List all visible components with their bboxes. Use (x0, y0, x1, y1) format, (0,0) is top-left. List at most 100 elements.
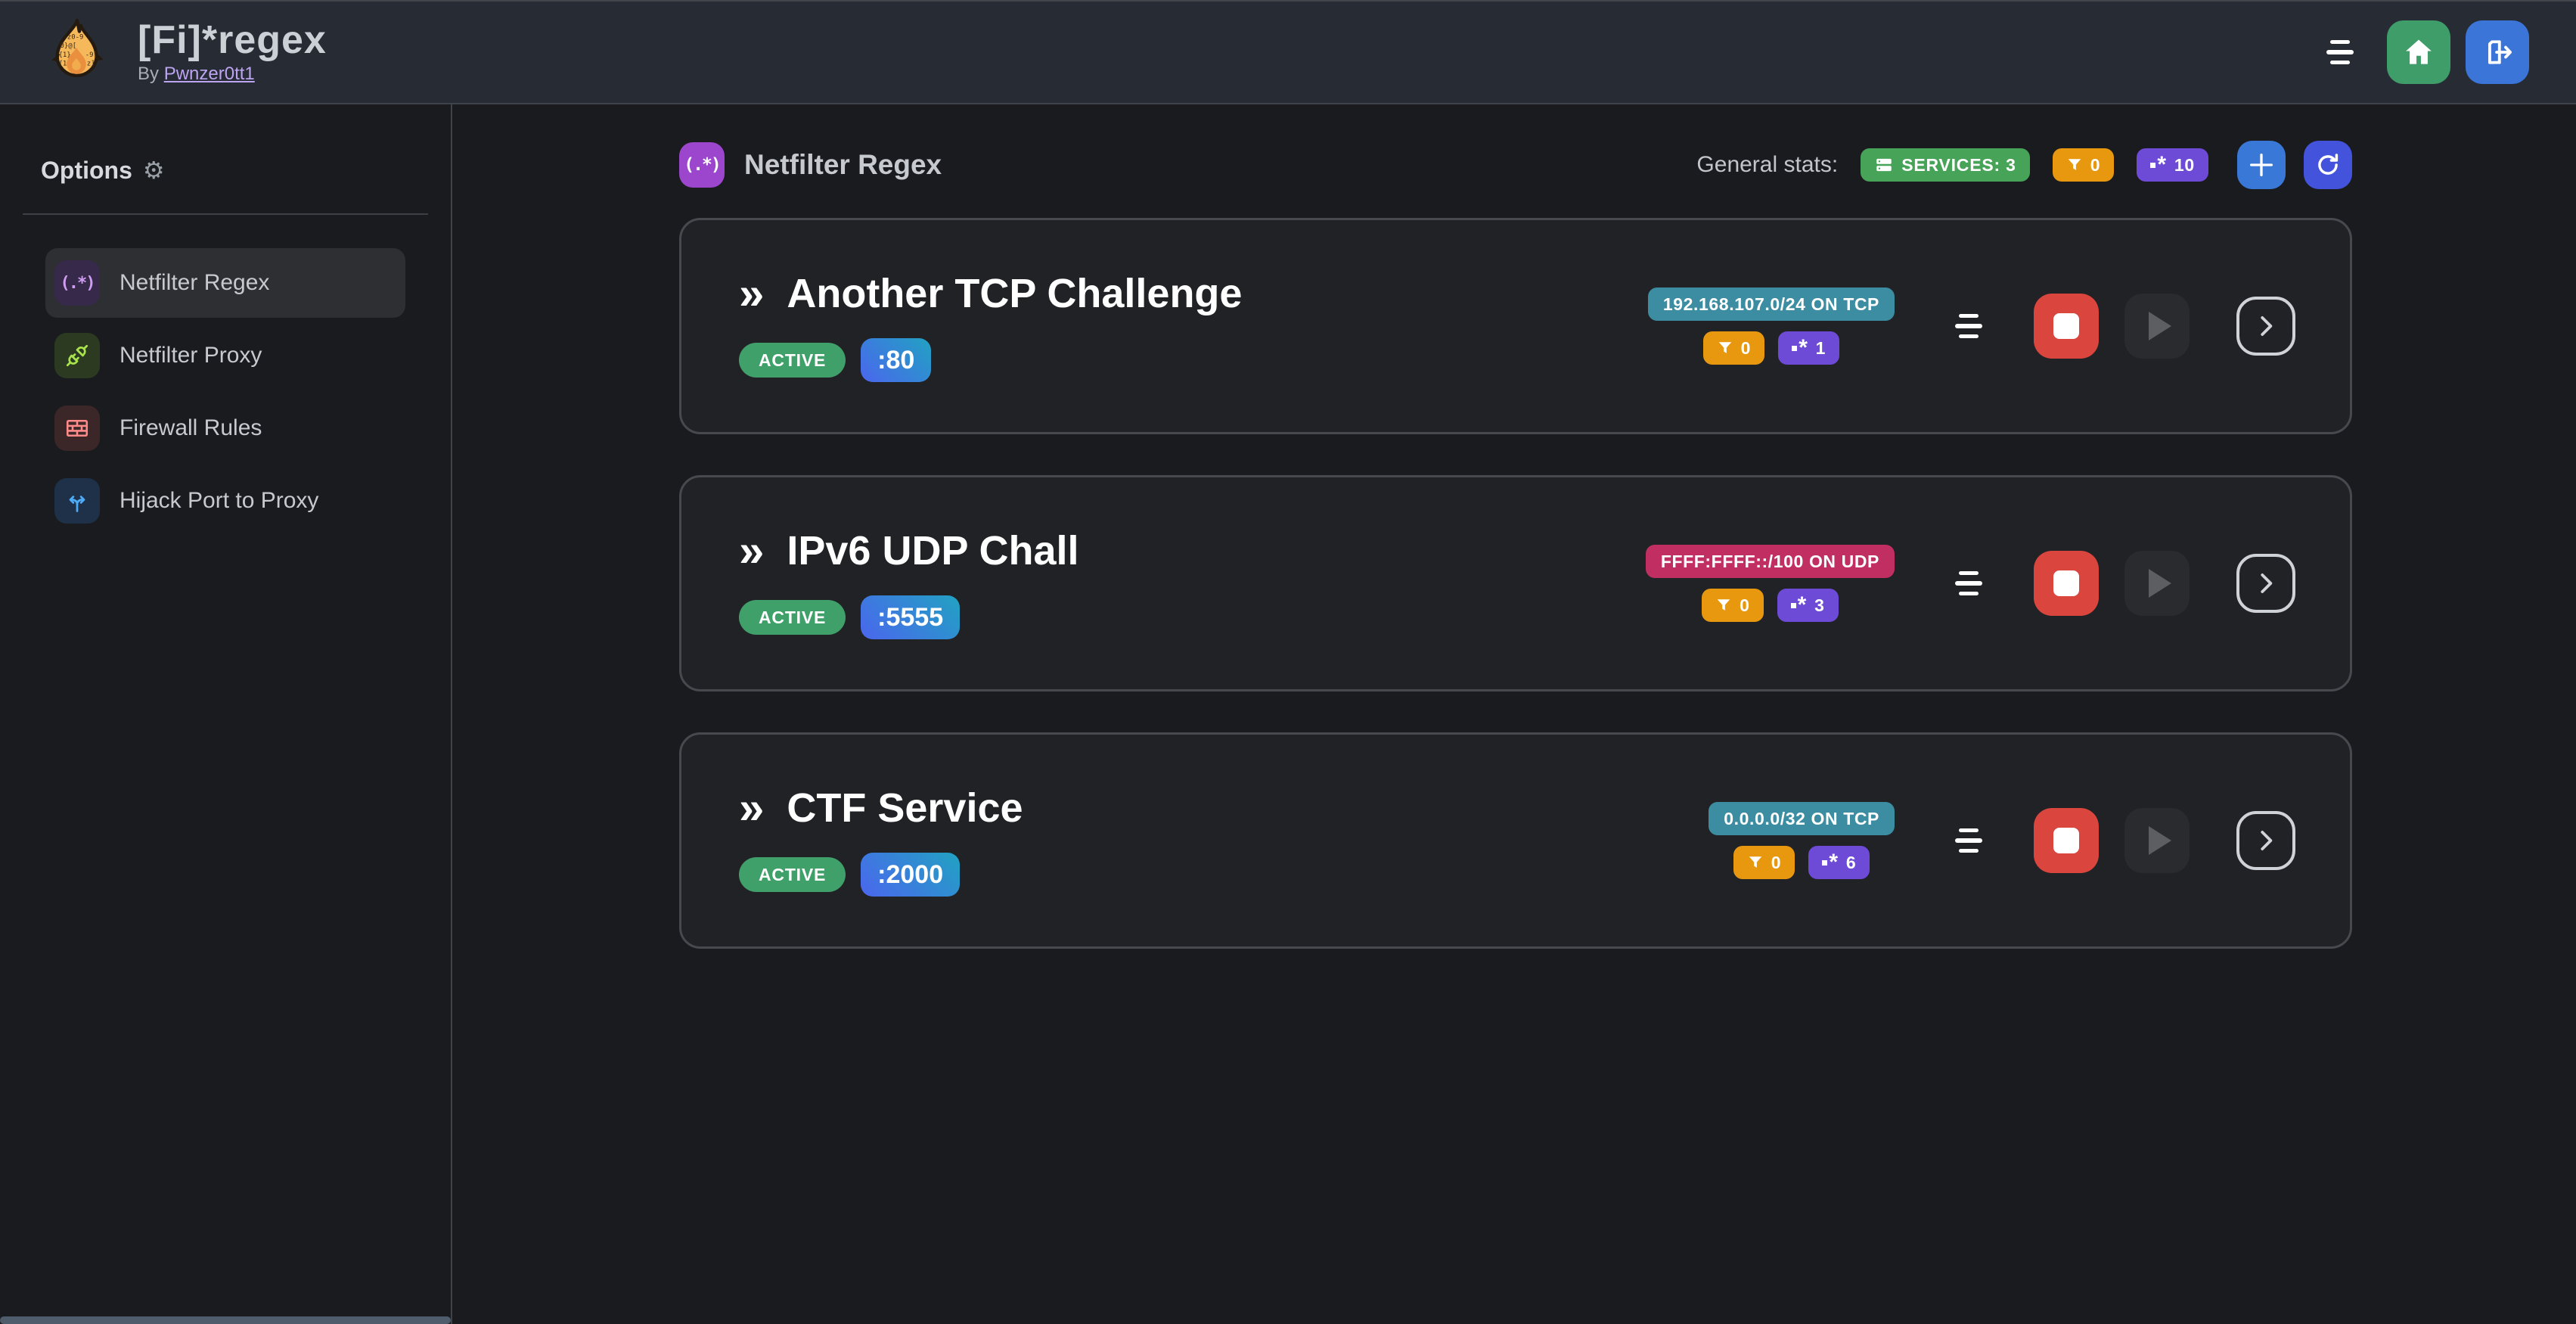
regex-glyph-icon: * (2150, 154, 2166, 176)
home-button[interactable] (2387, 20, 2450, 84)
sidebar-item-label: Hijack Port to Proxy (119, 488, 319, 513)
regexes-count-badge: * 3 (1777, 589, 1839, 622)
gear-icon: ⚙ (142, 157, 165, 184)
chevron-right-icon (2261, 316, 2273, 336)
split-arrows-icon (54, 478, 100, 524)
expand-button[interactable] (2236, 297, 2295, 356)
funnel-icon (2068, 159, 2081, 170)
svg-text:{1}: {1} (59, 51, 71, 59)
status-badge: ACTIVE (739, 600, 846, 635)
menu-icon[interactable] (2326, 40, 2354, 64)
section-heading: (.*) Netfilter Regex (679, 142, 942, 188)
target-badge: 192.168.107.0/24 ON TCP (1647, 287, 1895, 321)
flame-logo-icon: -z0-9 0}@[ {1} -9] {1 z] (51, 18, 104, 77)
sidebar-nav: (.*) Netfilter Regex Netfilter Proxy (45, 248, 405, 536)
chevrons-right-icon: » (739, 268, 765, 319)
sidebar-item-label: Firewall Rules (119, 415, 262, 440)
sidebar-divider (23, 213, 428, 215)
chevrons-right-icon: » (739, 525, 765, 576)
brand: -z0-9 0}@[ {1} -9] {1 z] [Fi]*regex By P… (41, 17, 327, 88)
sidebar: Options ⚙ (.*) Netfilter Regex (0, 104, 452, 1324)
filters-count-badge: 0 (1733, 846, 1795, 879)
service-name: CTF Service (787, 785, 1023, 831)
service-card: » CTF Service ACTIVE :2000 0.0.0.0/32 ON… (679, 732, 2352, 949)
app-title: [Fi]*regex (138, 17, 327, 62)
play-button[interactable] (2124, 294, 2190, 359)
filters-count-badge: 0 (1702, 589, 1764, 622)
general-stats: General stats: SERVICES: 3 0 (1696, 141, 2352, 189)
svg-text:0}@[: 0}@[ (60, 42, 76, 50)
sidebar-item-hijack-port[interactable]: Hijack Port to Proxy (45, 466, 405, 536)
regex-icon: (.*) (54, 260, 100, 306)
port-badge: :2000 (861, 853, 961, 897)
filters-count-badge: 0 (1702, 331, 1765, 365)
byline: By Pwnzer0tt1 (138, 64, 327, 85)
main-header: (.*) Netfilter Regex General stats: SERV… (679, 141, 2352, 189)
regex-glyph-icon: * (1822, 851, 1838, 874)
regexes-count-badge: * 1 (1778, 331, 1840, 365)
stop-button[interactable] (2034, 808, 2099, 873)
funnel-icon (1718, 342, 1731, 353)
sidebar-item-netfilter-proxy[interactable]: Netfilter Proxy (45, 321, 405, 390)
funnel-icon (1717, 599, 1730, 611)
service-name: IPv6 UDP Chall (787, 528, 1079, 573)
logout-button[interactable] (2466, 20, 2529, 84)
main-content: (.*) Netfilter Regex General stats: SERV… (452, 104, 2576, 1324)
regex-section-icon: (.*) (679, 142, 725, 188)
home-icon (2406, 39, 2432, 64)
status-badge: ACTIVE (739, 857, 846, 892)
sidebar-heading-label: Options (41, 156, 132, 184)
stop-button[interactable] (2034, 551, 2099, 616)
stats-label: General stats: (1696, 152, 1839, 177)
expand-button[interactable] (2236, 811, 2295, 870)
byline-prefix: By (138, 64, 160, 85)
service-menu-icon[interactable] (1955, 314, 1982, 338)
services-count-badge: SERVICES: 3 (1861, 148, 2030, 182)
refresh-icon (2318, 154, 2339, 175)
target-badge: 0.0.0.0/32 ON TCP (1709, 802, 1895, 835)
status-badge: ACTIVE (739, 343, 846, 378)
service-menu-icon[interactable] (1955, 828, 1982, 853)
sidebar-item-firewall-rules[interactable]: Firewall Rules (45, 393, 405, 463)
chevrons-right-icon: » (739, 782, 765, 833)
regex-glyph-icon: * (1792, 337, 1808, 359)
shell: Options ⚙ (.*) Netfilter Regex (0, 104, 2576, 1324)
sidebar-item-label: Netfilter Regex (119, 270, 270, 295)
chevron-right-icon (2261, 573, 2273, 593)
sidebar-heading: Options ⚙ (41, 156, 451, 185)
plug-icon (54, 333, 100, 378)
plus-icon (2250, 154, 2273, 176)
top-header: -z0-9 0}@[ {1} -9] {1 z] [Fi]*regex By P… (0, 0, 2576, 104)
chevron-right-icon (2261, 831, 2273, 850)
refresh-button[interactable] (2304, 141, 2352, 189)
filters-total-badge: 0 (2052, 148, 2115, 182)
service-menu-icon[interactable] (1955, 571, 1982, 595)
funnel-icon (1749, 856, 1762, 868)
expand-button[interactable] (2236, 554, 2295, 613)
svg-text:z]: z] (87, 61, 95, 68)
port-badge: :80 (861, 338, 932, 382)
header-actions (2326, 20, 2529, 84)
regexes-total-badge: * 10 (2137, 148, 2208, 182)
brick-wall-icon (54, 406, 100, 451)
play-button[interactable] (2124, 808, 2190, 873)
regexes-count-badge: * 6 (1808, 846, 1870, 879)
section-title: Netfilter Regex (744, 149, 942, 180)
regex-glyph-icon: * (1790, 594, 1807, 617)
service-name: Another TCP Challenge (787, 271, 1243, 316)
play-button[interactable] (2124, 551, 2190, 616)
sidebar-scrollbar[interactable] (0, 1316, 451, 1324)
svg-text:-9]: -9] (85, 51, 98, 59)
stop-button[interactable] (2034, 294, 2099, 359)
sidebar-item-label: Netfilter Proxy (119, 343, 262, 368)
title-block: [Fi]*regex By Pwnzer0tt1 (138, 17, 327, 85)
service-list: » Another TCP Challenge ACTIVE :80 192.1… (679, 218, 2352, 949)
add-service-button[interactable] (2237, 141, 2286, 189)
author-link[interactable]: Pwnzer0tt1 (163, 64, 255, 85)
svg-text:-z0-9: -z0-9 (63, 33, 83, 41)
service-card: » IPv6 UDP Chall ACTIVE :5555 FFFF:FFFF:… (679, 475, 2352, 692)
server-icon (1876, 158, 1892, 172)
service-card: » Another TCP Challenge ACTIVE :80 192.1… (679, 218, 2352, 434)
sidebar-item-netfilter-regex[interactable]: (.*) Netfilter Regex (45, 248, 405, 318)
